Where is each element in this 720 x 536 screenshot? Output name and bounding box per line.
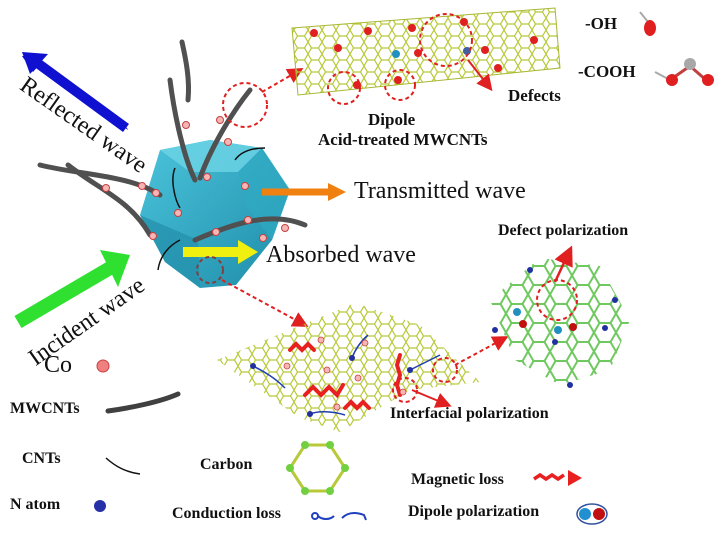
oh-group-label: -OH	[585, 14, 618, 33]
conduction-loss-legend-label: Conduction loss	[172, 505, 281, 522]
conduction-loss-legend-icon	[311, 512, 367, 521]
carbon-legend-label: Carbon	[200, 456, 253, 473]
cnt-arcs	[157, 147, 266, 271]
absorbed-wave-arrow	[183, 240, 258, 264]
acid-treated-mwcnt	[291, 7, 561, 105]
cnts-legend-label: CNTs	[22, 450, 61, 467]
magnetic-loss-legend-label: Magnetic loss	[411, 471, 504, 488]
defect-lattice	[490, 245, 630, 388]
callouts	[196, 67, 309, 327]
mwcnt-legend-icon	[105, 391, 181, 414]
dipole-polarization-legend-label: Dipole polarization	[408, 503, 540, 520]
cooh-group-label: -COOH	[578, 62, 636, 81]
mwcnts-legend-label: MWCNTs	[10, 400, 80, 417]
absorbed-wave-label: Absorbed wave	[266, 242, 416, 268]
co-nanoparticles	[102, 116, 289, 242]
incident-wave-arrow	[14, 250, 130, 329]
dipole-label: Dipole	[368, 110, 416, 129]
n-atom-legend-icon	[94, 500, 106, 512]
interfacial-polarization-label: Interfacial polarization	[390, 405, 549, 422]
defects-label: Defects	[508, 86, 561, 105]
n-atom-legend-label: N atom	[10, 496, 61, 513]
acid-treated-mwcnt-title: Acid-treated MWCNTs	[318, 130, 488, 149]
dipole-polarization-legend-icon	[576, 503, 608, 525]
transmitted-wave-label: Transmitted wave	[354, 178, 526, 204]
oh-molecule-icon	[639, 11, 656, 36]
cooh-molecule-icon	[654, 58, 714, 86]
cnt-legend-icon	[105, 457, 141, 475]
co-legend-icon	[96, 359, 110, 373]
magnetic-loss-legend-icon	[533, 470, 582, 486]
defect-polarization-label: Defect polarization	[498, 222, 629, 239]
co-legend-label: Co	[44, 352, 73, 378]
carbon-legend-icon	[286, 441, 349, 495]
reflected-wave-arrow	[22, 52, 129, 133]
n-doped-graphene-sheet	[217, 303, 509, 432]
transmitted-wave-arrow	[262, 183, 346, 201]
